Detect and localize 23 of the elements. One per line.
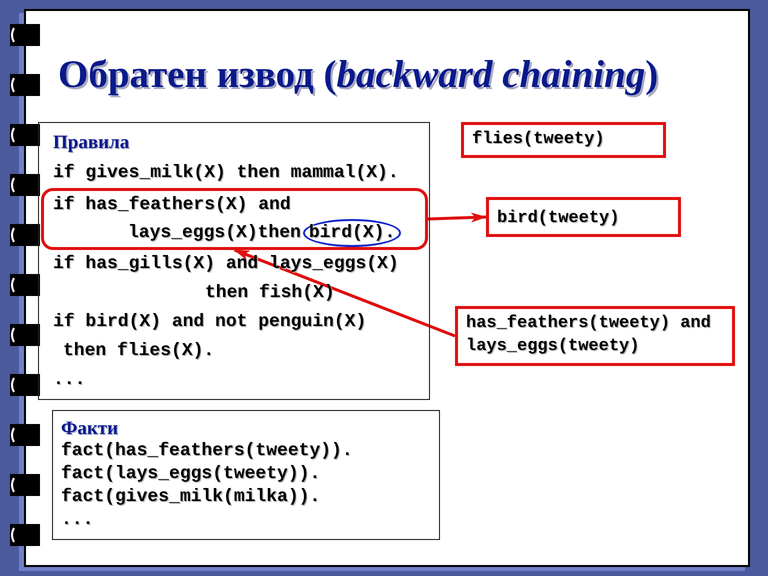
goal-box <box>455 306 735 366</box>
arrow <box>428 212 487 223</box>
fact-text: fact(gives_milk(milka)). <box>60 486 322 509</box>
highlight-ellipse: bird(X). <box>302 219 402 247</box>
goal-text: bird(tweety) <box>497 209 620 228</box>
rule-text: if has_gills(X) and lays_eggs(X) then fish(X) <box>52 253 400 305</box>
highlight-frame <box>41 188 428 250</box>
fact-text: ... <box>60 509 94 532</box>
fact-text: fact(lays_eggs(tweety)). <box>60 463 322 486</box>
arrow <box>234 248 456 338</box>
goal-text: has_feathers(tweety) and lays_eggs(tweety) <box>466 314 711 356</box>
section-heading: Правила <box>52 131 130 155</box>
goal-text: flies(tweety) <box>472 130 605 149</box>
section-heading: Факти <box>60 417 120 440</box>
fact-text: fact(has_feathers(tweety)). <box>60 440 354 463</box>
rule-text: if bird(X) and not penguin(X) then flies(X). <box>52 311 368 363</box>
rule-text: ... <box>52 369 86 392</box>
rule-text: if gives_milk(X) then mammal(X). <box>52 162 400 185</box>
goal-box <box>461 122 666 158</box>
goal-box <box>486 197 681 237</box>
slide-title: Обратен извод (backward chaining) <box>58 52 658 97</box>
facts-panel <box>52 410 440 540</box>
rules-panel <box>38 122 430 400</box>
